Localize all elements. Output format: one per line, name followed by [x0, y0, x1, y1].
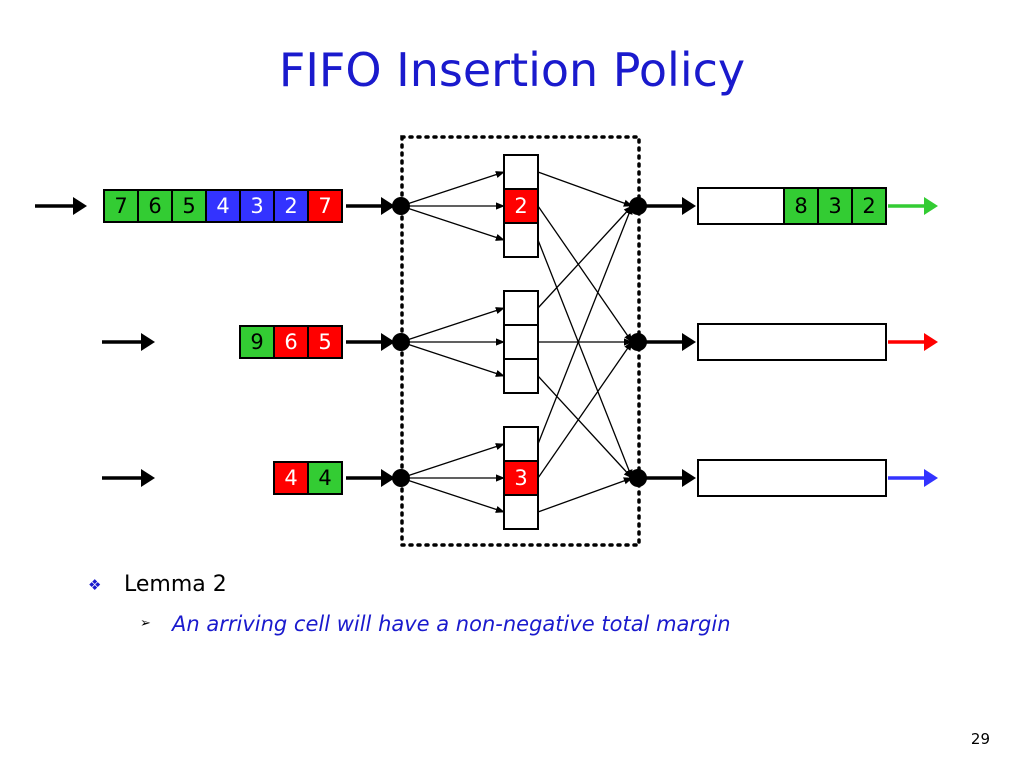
input-cell-label: 6: [284, 330, 297, 354]
fanout-line: [400, 307, 505, 343]
input-cell-label: 6: [148, 194, 161, 218]
output-departure-arrow-0-head: [924, 197, 938, 215]
crossbar-line: [537, 205, 633, 309]
crossbar-line: [537, 205, 633, 445]
buffer-slot: [503, 290, 539, 326]
queue-to-port-arrow-1-head: [381, 333, 395, 351]
input-cell-label: 3: [250, 194, 263, 218]
buffer-slot-label: 3: [514, 466, 527, 490]
port-to-output-arrow-1-head: [682, 333, 696, 351]
buffer-slot: [503, 222, 539, 258]
lemma-text: Lemma 2: [124, 572, 227, 597]
port-to-output-arrow-0-head: [682, 197, 696, 215]
input-cell: [307, 325, 343, 359]
output-port-dot: [629, 197, 647, 215]
output-cell: [851, 187, 887, 225]
input-cell-label: 7: [318, 194, 331, 218]
fanout-line: [400, 341, 505, 377]
input-cell: [103, 189, 139, 223]
output-cell-label: 2: [862, 194, 875, 218]
output-cell: [783, 187, 819, 225]
crossbar-line: [537, 477, 633, 513]
buffer-slot-label: 2: [514, 194, 527, 218]
buffer-slot: [503, 154, 539, 190]
input-arrow-0-head: [73, 197, 87, 215]
buffer-slot: [503, 426, 539, 462]
input-arrow-2-head: [141, 469, 155, 487]
input-cell-label: 5: [318, 330, 331, 354]
fanout-line: [400, 443, 505, 479]
input-arrow-1-head: [141, 333, 155, 351]
input-cell-label: 2: [284, 194, 297, 218]
output-departure-arrow-1-head: [924, 333, 938, 351]
fanout-line: [400, 171, 505, 207]
output-cell-label: 8: [794, 194, 807, 218]
input-cell-label: 4: [284, 466, 297, 490]
slide-title: FIFO Insertion Policy: [278, 43, 746, 97]
output-queue: [697, 459, 887, 497]
buffer-slot: [503, 358, 539, 394]
output-cell-label: 3: [828, 194, 841, 218]
crossbar-line: [537, 239, 633, 479]
fanout-line: [400, 205, 505, 241]
crossbar-line: [537, 375, 633, 479]
input-cell-label: 7: [114, 194, 127, 218]
input-cell: [273, 189, 309, 223]
input-cell: [307, 189, 343, 223]
input-cell: [239, 189, 275, 223]
arrowhead-bullet-icon: ➢: [140, 616, 151, 631]
input-cell-label: 5: [182, 194, 195, 218]
output-cell: [817, 187, 853, 225]
output-port-dot: [629, 333, 647, 351]
input-cell-label: 4: [318, 466, 331, 490]
input-cell: [307, 461, 343, 495]
output-queue: [697, 323, 887, 361]
queue-to-port-arrow-2-head: [381, 469, 395, 487]
lemma-detail-text: An arriving cell will have a non-negativ…: [172, 612, 731, 636]
output-port-dot: [629, 469, 647, 487]
diamond-bullet-icon: ❖: [88, 576, 102, 594]
input-cell-label: 4: [216, 194, 229, 218]
queue-to-port-arrow-0-head: [381, 197, 395, 215]
crossbar-line: [537, 341, 633, 479]
input-cell-label: 9: [250, 330, 263, 354]
input-cell: [171, 189, 207, 223]
fanout-line: [400, 477, 505, 513]
crossbar-line: [537, 171, 633, 207]
output-departure-arrow-2-head: [924, 469, 938, 487]
buffer-slot: [503, 324, 539, 360]
crossbar-line: [537, 205, 633, 343]
buffer-slot: [503, 494, 539, 530]
page-number: 29: [970, 730, 990, 748]
input-cell: [273, 325, 309, 359]
port-to-output-arrow-2-head: [682, 469, 696, 487]
input-cell: [205, 189, 241, 223]
